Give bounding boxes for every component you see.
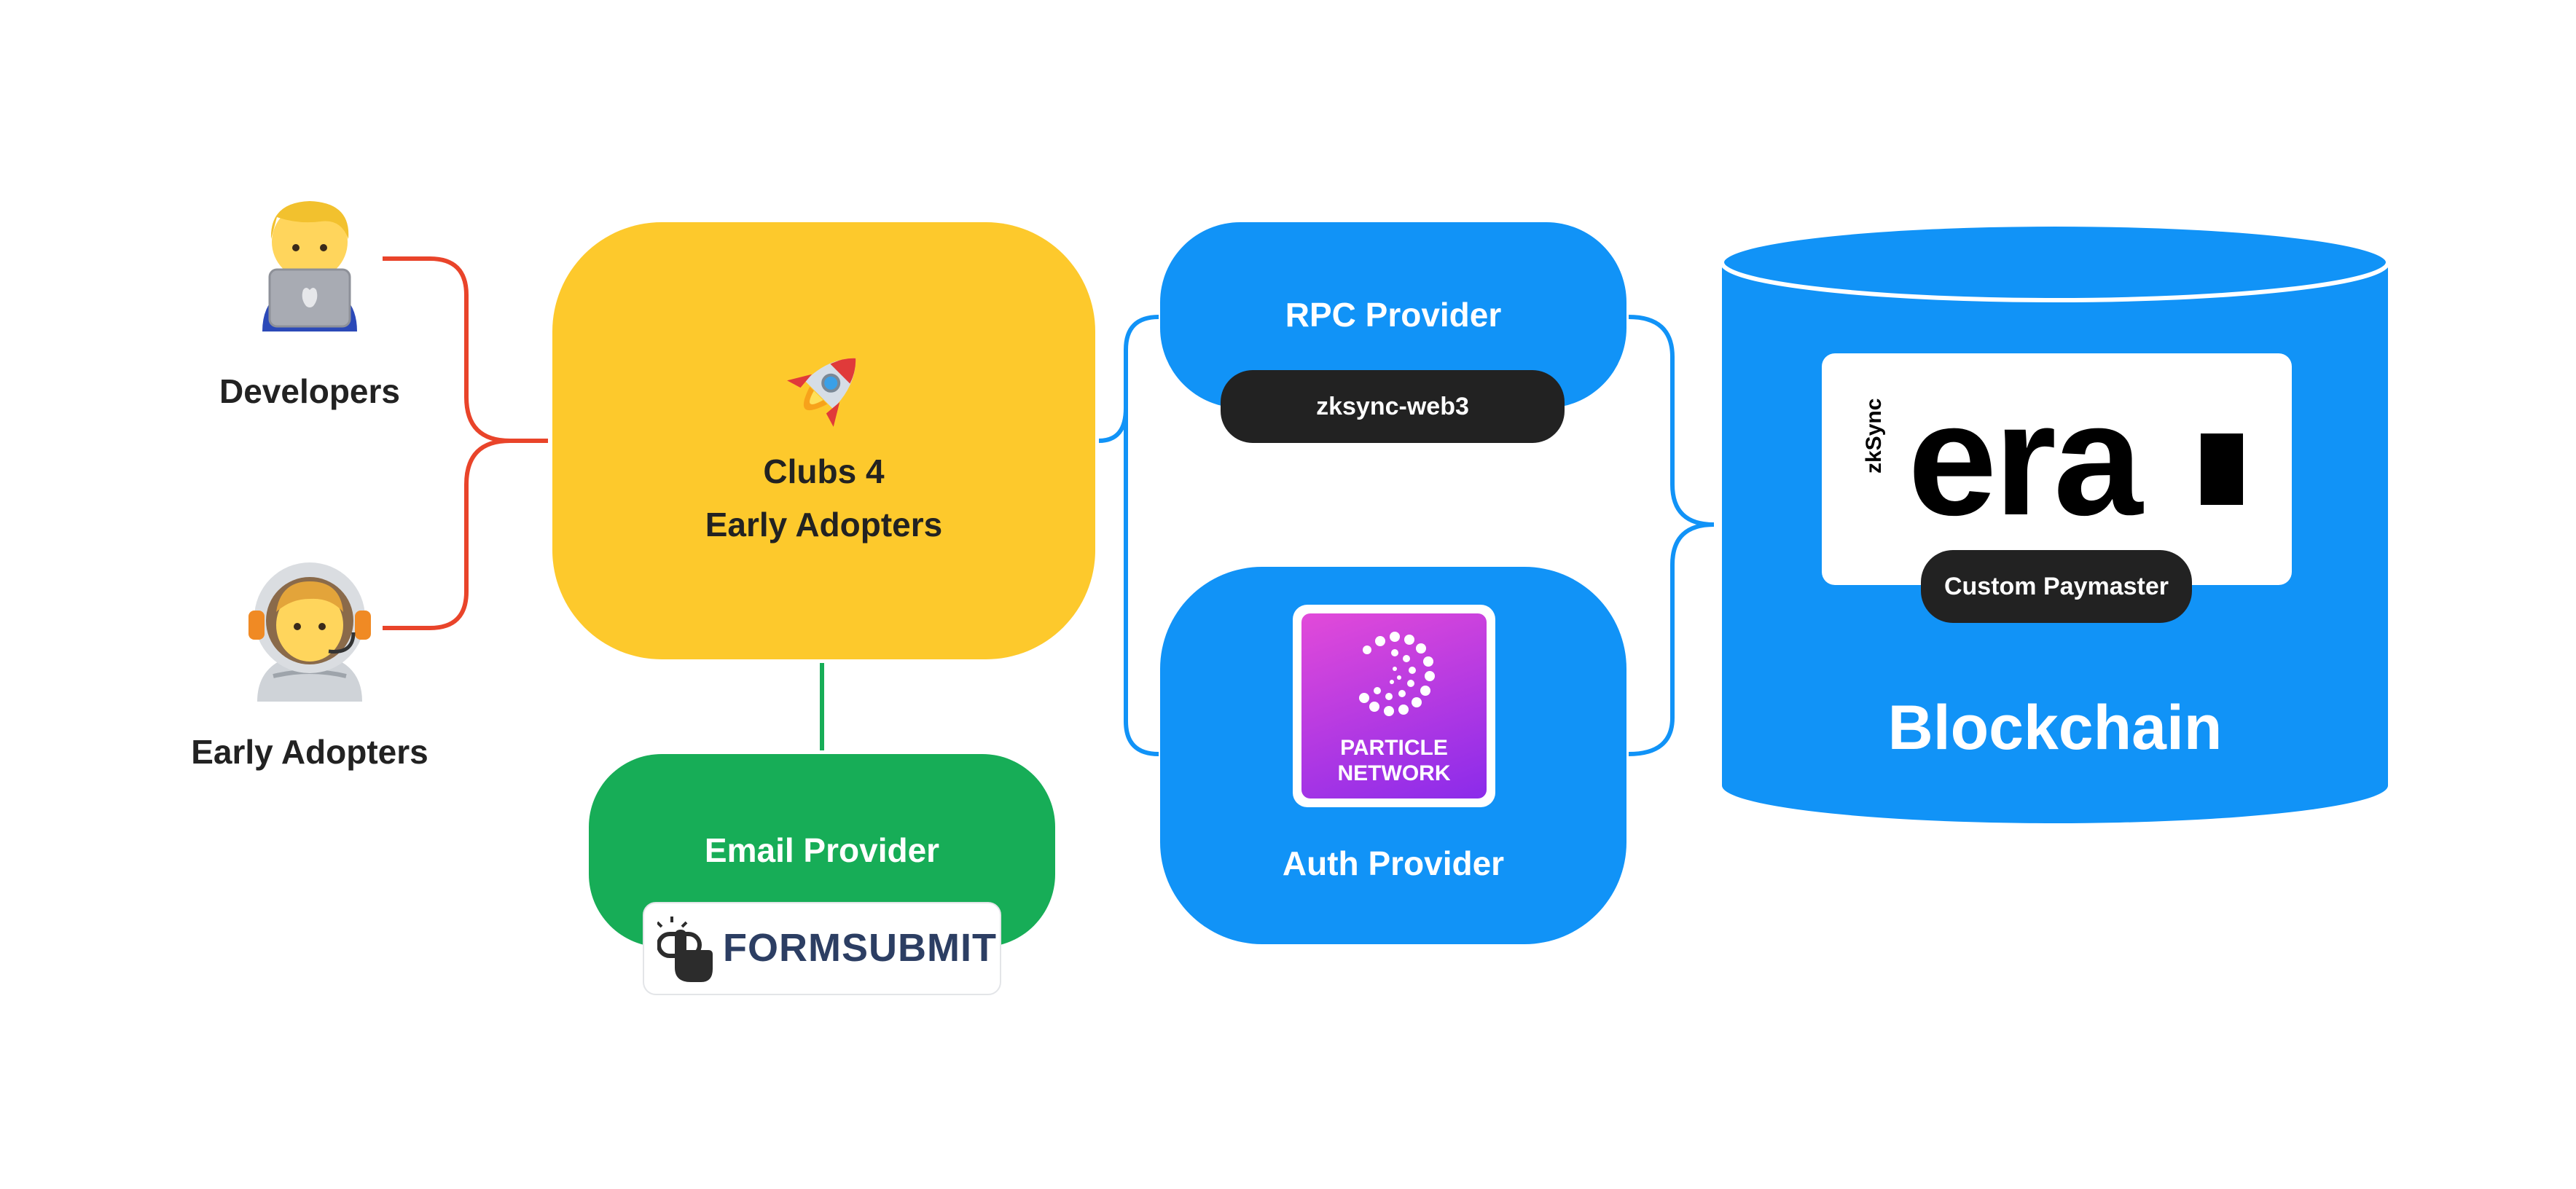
app-to-providers-connector xyxy=(1098,315,1159,756)
app-node: Clubs 4 Early Adopters xyxy=(552,222,1095,659)
auth-provider-node: PARTICLE NETWORK Auth Provider xyxy=(1160,567,1626,944)
providers-to-blockchain-connector xyxy=(1628,315,1715,756)
era-logo-block xyxy=(2201,433,2243,505)
auth-provider-title: Auth Provider xyxy=(1282,844,1505,882)
particle-dots-icon xyxy=(1359,632,1435,716)
early-adopters-label: Early Adopters xyxy=(191,733,428,771)
particle-network-logo: PARTICLE NETWORK xyxy=(1293,605,1495,807)
rpc-provider-title: RPC Provider xyxy=(1285,296,1502,334)
custom-paymaster-badge: Custom Paymaster xyxy=(1921,550,2192,623)
zksync-web3-badge: zksync-web3 xyxy=(1221,370,1565,443)
astronaut-icon xyxy=(244,560,375,702)
formsubmit-logo-text: FORMSUBMIT xyxy=(723,926,997,970)
era-logo-text: era xyxy=(1908,369,2142,549)
formsubmit-logo: FORMSUBMIT xyxy=(643,902,1001,995)
app-title-line2: Early Adopters xyxy=(705,506,943,544)
app-title-line1: Clubs 4 xyxy=(763,452,885,490)
particle-logo-line2: NETWORK xyxy=(1337,761,1451,785)
rocket-icon xyxy=(777,342,872,437)
zksync-logo-small: zkSync xyxy=(1862,398,1886,474)
developers-label: Developers xyxy=(219,372,400,410)
developer-icon xyxy=(248,197,372,331)
zksync-era-logo: zkSync era xyxy=(1822,353,2292,585)
blockchain-title: Blockchain xyxy=(1887,693,2223,763)
actors-to-app-connector xyxy=(383,256,548,630)
particle-logo-line1: PARTICLE xyxy=(1340,736,1448,760)
email-provider-title: Email Provider xyxy=(704,831,940,869)
hand-pointer-icon xyxy=(657,917,713,982)
